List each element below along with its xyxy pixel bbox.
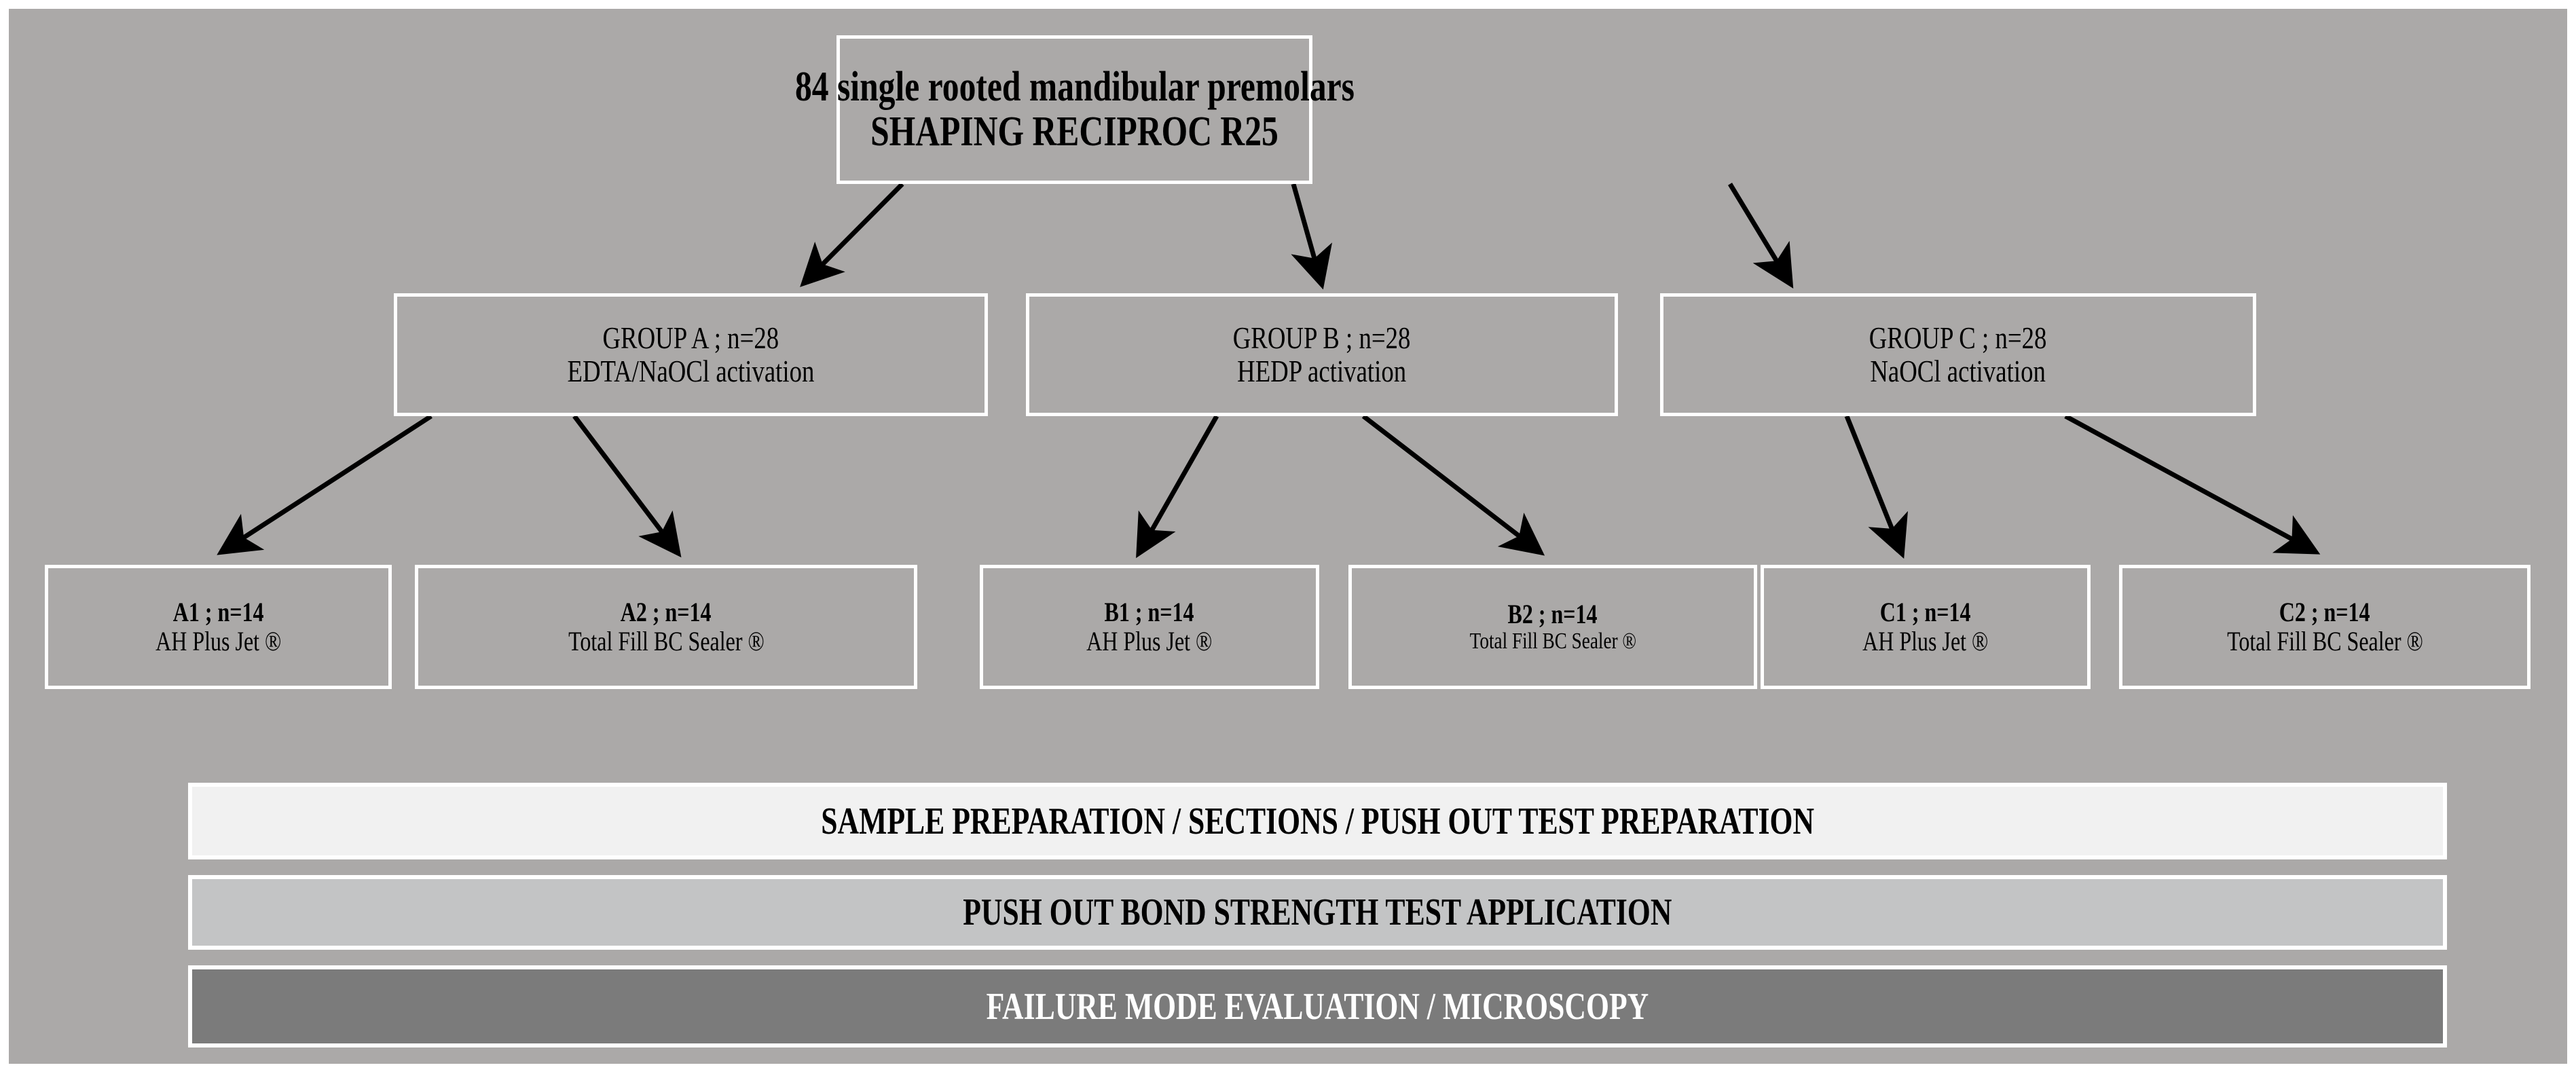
sub-node-a1: A1 ; n=14 AH Plus Jet ® <box>45 565 392 689</box>
sub-node-b1: B1 ; n=14 AH Plus Jet ® <box>980 565 1319 689</box>
banner-bond-strength: PUSH OUT BOND STRENGTH TEST APPLICATION <box>188 875 2447 950</box>
banner-sample-preparation: SAMPLE PREPARATION / SECTIONS / PUSH OUT… <box>188 783 2447 859</box>
root-node-line1: 84 single rooted mandibular premolars <box>794 63 1355 110</box>
sub-node-a1-subtitle: AH Plus Jet ® <box>155 625 282 656</box>
sub-node-c1-subtitle: AH Plus Jet ® <box>1862 625 1989 656</box>
root-node-line2: SHAPING RECIPROC R25 <box>870 108 1278 155</box>
arrow-group-c-to-c2 <box>2064 413 2321 555</box>
sub-node-b2-title: B2 ; n=14 <box>1507 599 1598 630</box>
sub-node-b2-subtitle: Total Fill BC Sealer ® <box>1469 628 1636 654</box>
sub-node-c2-subtitle: Total Fill BC Sealer ® <box>2226 625 2423 656</box>
arrow-group-a-to-a1 <box>217 414 433 555</box>
group-node-a-subtitle: EDTA/NaOCl activation <box>567 353 815 388</box>
arrow-group-b-to-b1 <box>1136 415 1219 559</box>
group-node-a: GROUP A ; n=28 EDTA/NaOCl activation <box>394 293 988 416</box>
sub-node-c2: C2 ; n=14 Total Fill BC Sealer ® <box>2119 565 2531 689</box>
banner-bond-strength-label: PUSH OUT BOND STRENGTH TEST APPLICATION <box>963 891 1672 933</box>
sub-node-b2: B2 ; n=14 Total Fill BC Sealer ® <box>1348 565 1757 689</box>
sub-node-a2-title: A2 ; n=14 <box>621 597 712 628</box>
flowchart-canvas: 84 single rooted mandibular premolars SH… <box>9 9 2567 1064</box>
arrow-group-a-to-a2 <box>572 414 682 558</box>
sub-node-c1: C1 ; n=14 AH Plus Jet ® <box>1761 565 2091 689</box>
sub-node-a2: A2 ; n=14 Total Fill BC Sealer ® <box>415 565 917 689</box>
arrow-root-to-group-b <box>1291 183 1333 290</box>
group-node-c-subtitle: NaOCl activation <box>1870 353 2046 388</box>
arrow-root-to-group-c <box>1728 183 1794 289</box>
sub-node-c2-title: C2 ; n=14 <box>2279 597 2370 628</box>
group-node-b-subtitle: HEDP activation <box>1237 353 1407 388</box>
group-node-b-title: GROUP B ; n=28 <box>1233 320 1411 355</box>
group-node-c-title: GROUP C ; n=28 <box>1869 320 2047 355</box>
root-node: 84 single rooted mandibular premolars SH… <box>795 35 1354 184</box>
sub-node-a1-title: A1 ; n=14 <box>172 597 264 628</box>
group-node-a-title: GROUP A ; n=28 <box>602 320 779 355</box>
sub-node-b1-title: B1 ; n=14 <box>1104 597 1195 628</box>
banner-sample-preparation-label: SAMPLE PREPARATION / SECTIONS / PUSH OUT… <box>821 800 1814 842</box>
sub-node-a2-subtitle: Total Fill BC Sealer ® <box>568 625 765 656</box>
banner-failure-mode-label: FAILURE MODE EVALUATION / MICROSCOPY <box>986 985 1649 1028</box>
group-node-c: GROUP C ; n=28 NaOCl activation <box>1660 293 2256 416</box>
group-node-b: GROUP B ; n=28 HEDP activation <box>1026 293 1618 416</box>
arrow-group-c-to-c1 <box>1844 415 1908 559</box>
banner-failure-mode: FAILURE MODE EVALUATION / MICROSCOPY <box>188 965 2447 1047</box>
arrow-group-b-to-b2 <box>1361 414 1545 556</box>
sub-node-c1-title: C1 ; n=14 <box>1880 597 1971 628</box>
arrow-root-to-group-a <box>800 182 904 287</box>
sub-node-b1-subtitle: AH Plus Jet ® <box>1086 625 1213 656</box>
